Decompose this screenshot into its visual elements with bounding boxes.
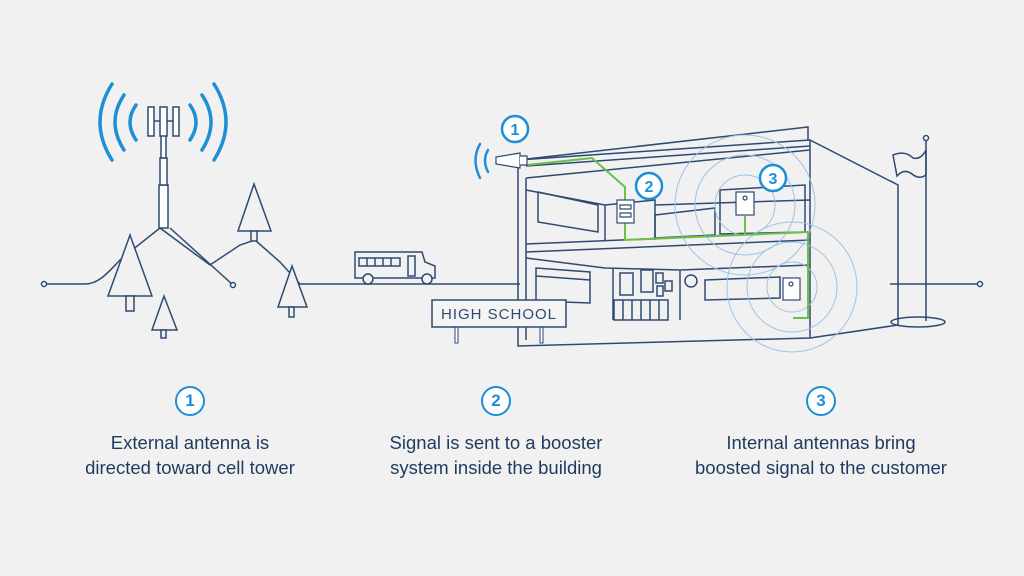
cell-tower-icon [147,106,180,229]
marker-1-label: 1 [511,122,520,139]
tree-icon [276,263,309,318]
step-1: 1 External antenna is directed toward cel… [40,386,340,480]
step-text-line: Internal antennas bring [726,432,916,453]
step-number: 1 [175,386,205,416]
marker-2-label: 2 [645,179,654,196]
step-text-line: directed toward cell tower [85,457,295,478]
ground-endpoint-right [976,280,984,288]
external-antenna-icon [474,142,528,180]
indoor-signal-waves [674,134,858,353]
hill-endpoint [229,281,237,289]
high-school-sign: HIGH SCHOOL [431,299,567,344]
tower-signal-waves-icon [98,82,228,162]
marker-3: 3 [758,163,788,193]
step-number: 2 [481,386,511,416]
sign-label: HIGH SCHOOL [441,306,557,323]
step-text-line: boosted signal to the customer [695,457,947,478]
booster-cable [526,156,809,319]
step-text-line: system inside the building [390,457,602,478]
step-2: 2 Signal is sent to a booster system insi… [346,386,646,480]
tree-icon [236,181,273,242]
step-3: 3 Internal antennas bring boosted signal … [671,386,971,480]
indoor-antenna-icon [782,277,801,301]
tree-icon [106,232,154,312]
ground-endpoint-left [40,280,48,288]
indoor-antenna-icon [735,191,755,216]
hill-line [169,227,234,286]
marker-3-label: 3 [769,171,778,188]
step-number: 3 [806,386,836,416]
booster-device-icon [616,199,635,224]
marker-1: 1 [500,114,530,144]
step-text-line: Signal is sent to a booster [389,432,603,453]
tree-icon [150,293,179,339]
step-text-line: External antenna is [110,432,270,453]
flag-icon [890,134,946,328]
clock-icon [684,274,698,288]
marker-2: 2 [634,171,664,201]
school-bus-icon [354,251,436,285]
